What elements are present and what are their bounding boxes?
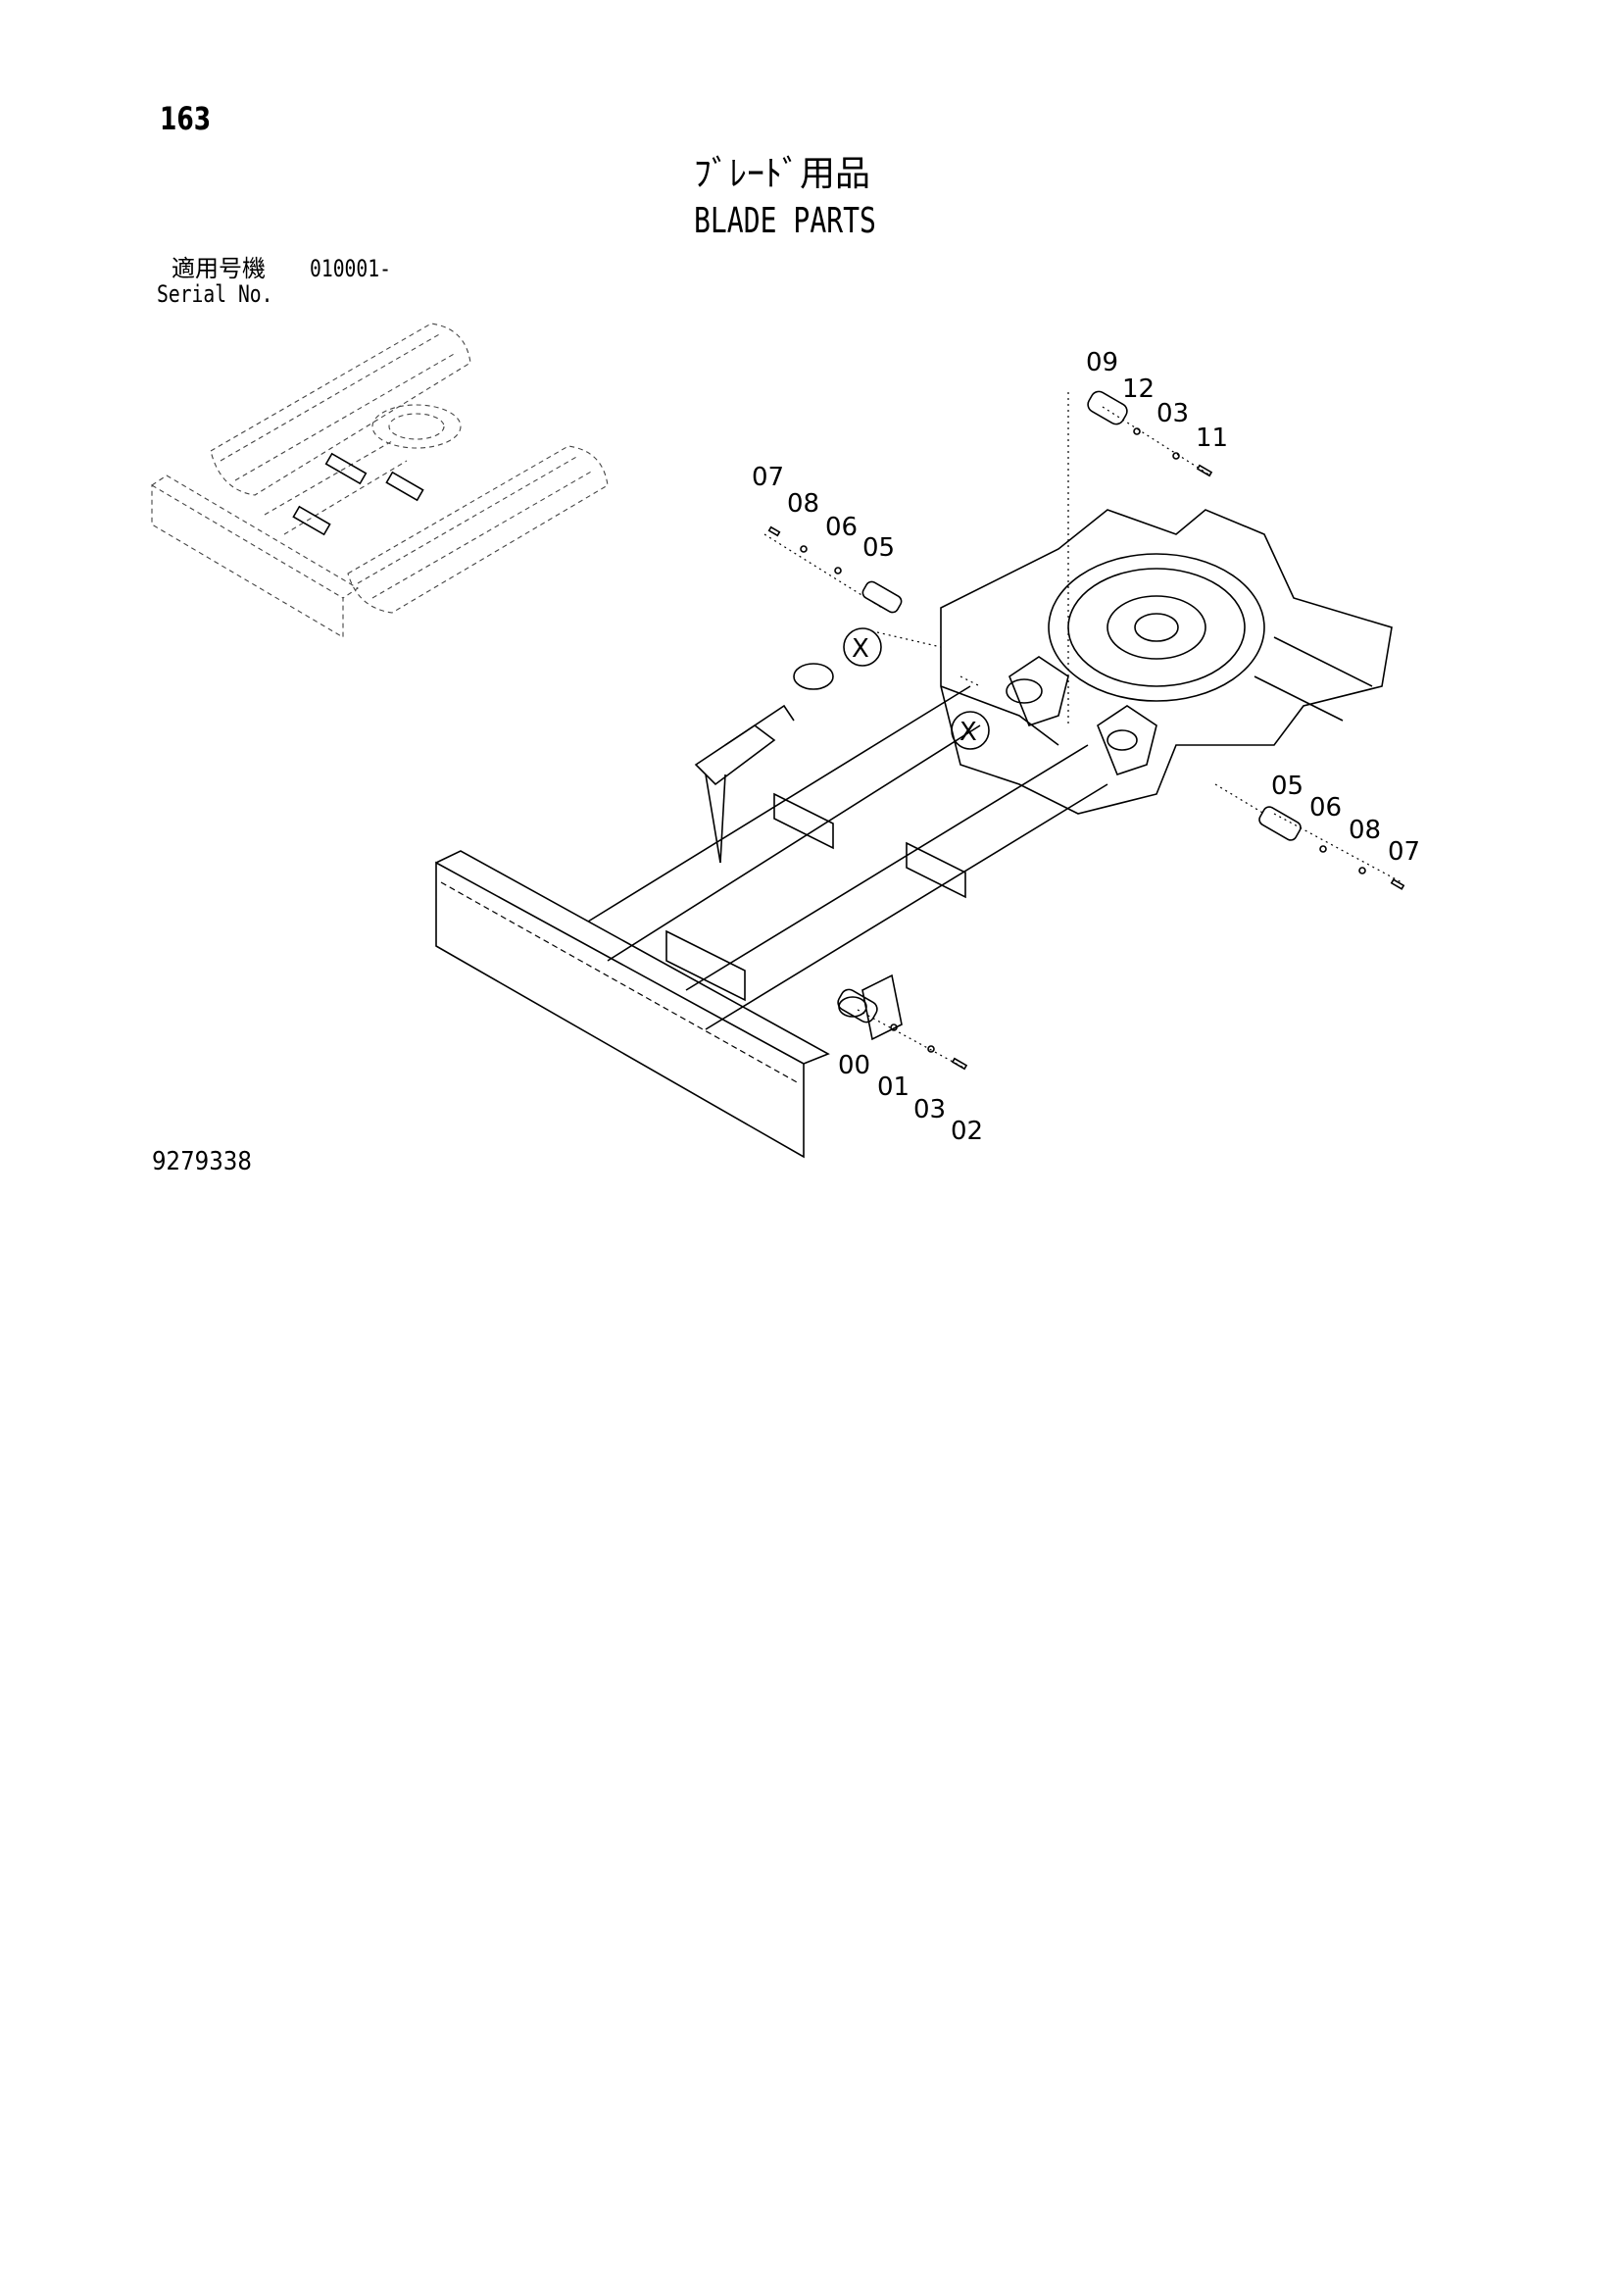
washer-03a <box>1172 452 1180 460</box>
leader-lines <box>719 392 1402 1070</box>
callout-05: 05 <box>1271 772 1303 801</box>
callout-03: 03 <box>1156 399 1189 428</box>
page-title-english: BLADE PARTS <box>694 201 876 241</box>
callout-12: 12 <box>1122 374 1155 404</box>
bolt-07b <box>1390 878 1405 890</box>
bolt-07a <box>767 525 781 537</box>
bolt-11 <box>1196 464 1213 477</box>
callout-05: 05 <box>862 533 895 563</box>
callout-02: 02 <box>951 1117 983 1146</box>
washer-08a <box>800 545 808 553</box>
callout-06: 06 <box>1309 793 1342 823</box>
callout-11: 11 <box>1196 424 1228 453</box>
nut-06a <box>834 567 842 574</box>
pin-05b <box>1258 806 1302 841</box>
blade-assembly <box>435 663 1108 1159</box>
marker-label: X <box>959 718 977 747</box>
washer-03b <box>927 1045 935 1053</box>
serial-range: 010001- <box>310 255 391 282</box>
bolt-02 <box>951 1057 968 1071</box>
ring-12 <box>1133 427 1141 435</box>
overview-thumbnail <box>151 323 609 638</box>
ring-01 <box>890 1023 898 1031</box>
pin-05a <box>861 580 903 614</box>
washer-08b <box>1358 867 1366 874</box>
page-number: 163 <box>160 100 212 137</box>
callout-08: 08 <box>787 489 819 519</box>
drawing-number: 9279338 <box>152 1147 252 1176</box>
reference-marker-x-1: X <box>843 627 882 667</box>
callout-08: 08 <box>1349 816 1381 845</box>
callout-03: 03 <box>913 1095 946 1124</box>
pin-09 <box>1087 390 1128 425</box>
hardware-parts <box>767 390 1405 1071</box>
callout-07: 07 <box>1388 837 1420 867</box>
reference-marker-x-2: X <box>951 711 990 750</box>
swing-frame <box>940 509 1393 815</box>
callout-00: 00 <box>838 1051 870 1080</box>
serial-label-japanese: 適用号機 <box>172 255 266 282</box>
page-title-japanese: ﾌﾞﾚｰﾄﾞ用品 <box>694 154 871 194</box>
callout-07: 07 <box>752 463 784 492</box>
nut-06b <box>1319 845 1327 853</box>
callout-06: 06 <box>825 513 858 542</box>
serial-label-english: Serial No. <box>157 280 273 308</box>
pin-00 <box>837 988 878 1023</box>
marker-label: X <box>852 634 869 664</box>
callout-09: 09 <box>1086 348 1118 377</box>
part-callouts: 09 12 03 11 07 08 06 05 05 06 08 07 00 0… <box>752 348 1420 1146</box>
callout-01: 01 <box>877 1073 910 1102</box>
